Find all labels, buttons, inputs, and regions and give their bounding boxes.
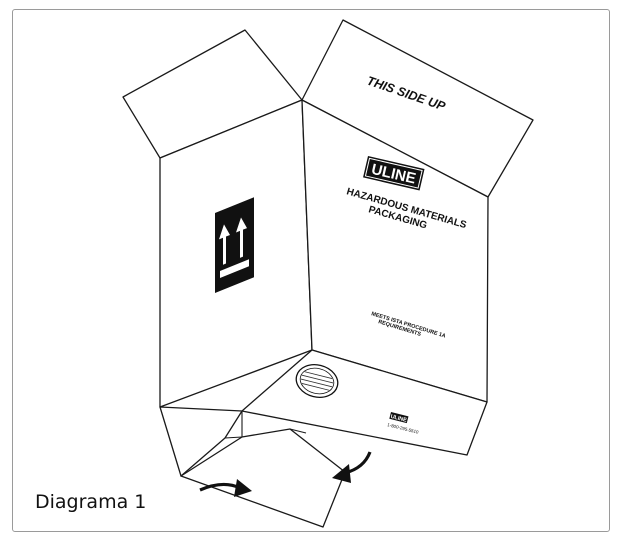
this-way-up-arrows-icon: [215, 197, 254, 293]
crease-line: [225, 437, 242, 438]
diagram-caption: Diagrama 1: [35, 491, 146, 513]
